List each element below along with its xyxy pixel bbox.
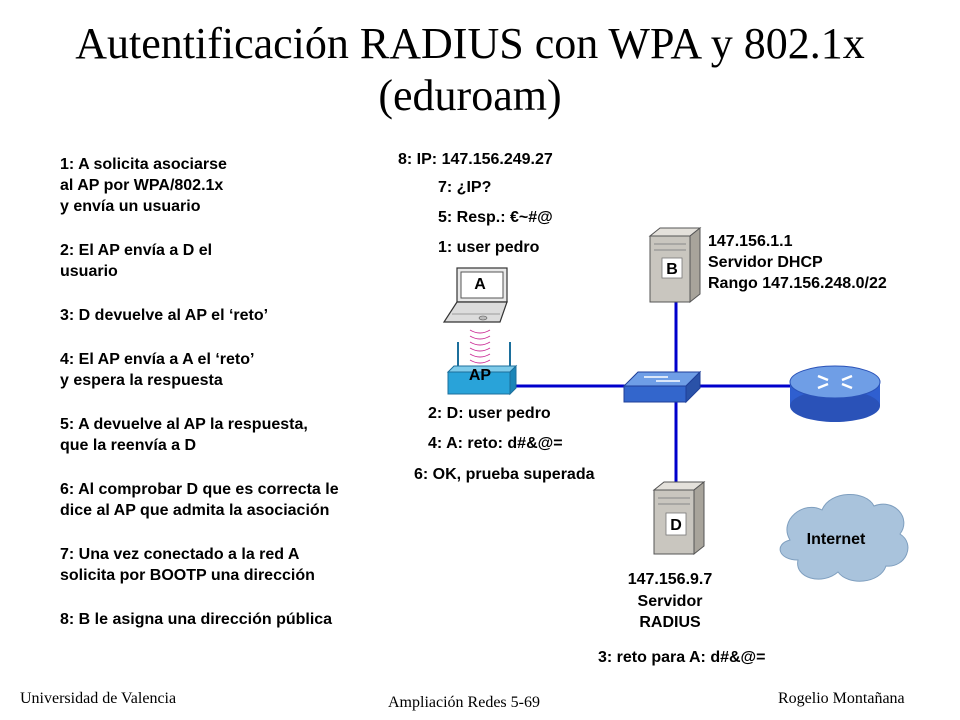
server-d-name: Servidor [637,593,703,610]
step-4: 4: El AP envía a A el ‘reto’ y espera la… [60,351,255,389]
slide-title: Autentificación RADIUS con WPA y 802.1x … [75,19,865,120]
message-7-ip-request: 7: ¿IP? [438,179,492,196]
footer-center: Ampliación Redes 5-69 [388,694,540,711]
server-b-name: Servidor DHCP [708,254,823,271]
ap-label: AP [469,367,492,384]
switch-icon [622,370,702,404]
footer-left: Universidad de Valencia [20,690,177,707]
server-d-ip: 147.156.9.7 [627,571,713,588]
wireless-signal-icon [469,329,491,364]
server-b-ip: 147.156.1.1 [708,233,793,250]
internet-label: Internet [807,531,866,548]
footer-right: Rogelio Montañana [778,690,905,707]
message-2-user-to-d: 2: D: user pedro [428,405,551,422]
step-5: 5: A devuelve al AP la respuesta, que la… [60,416,308,454]
step-list: 1: A solicita asociarse al AP por WPA/80… [60,154,400,653]
access-point-icon [446,342,518,396]
step-7: 7: Una vez conectado a la red A solicita… [60,546,315,584]
step-3: 3: D devuelve al AP el ‘reto’ [60,307,269,324]
radius-server-icon [652,480,706,556]
message-3-reto: 3: reto para A: d#&@= [598,649,766,666]
step-1: 1: A solicita asociarse al AP por WPA/80… [60,156,227,215]
internet-cloud-icon [779,493,909,582]
message-6-ok: 6: OK, prueba superada [414,466,595,483]
server-b-label: B [666,261,678,278]
message-1-user: 1: user pedro [438,239,540,256]
step-2: 2: El AP envía a D el usuario [60,242,213,280]
server-b-range: Rango 147.156.248.0/22 [708,275,887,292]
server-d-label: D [670,517,682,534]
message-5-response: 5: Resp.: €~#@ [438,209,553,226]
laptop-label: A [474,276,486,293]
router-icon [789,365,881,422]
message-8-ip: 8: IP: 147.156.249.27 [398,151,553,168]
server-d-name-2: RADIUS [639,614,701,631]
step-8: 8: B le asigna una dirección pública [60,611,333,628]
dhcp-server-icon [648,226,702,304]
laptop-icon [442,267,508,323]
message-4-reto-to-a: 4: A: reto: d#&@= [428,435,563,452]
step-6: 6: Al comprobar D que es correcta le dic… [60,481,339,519]
